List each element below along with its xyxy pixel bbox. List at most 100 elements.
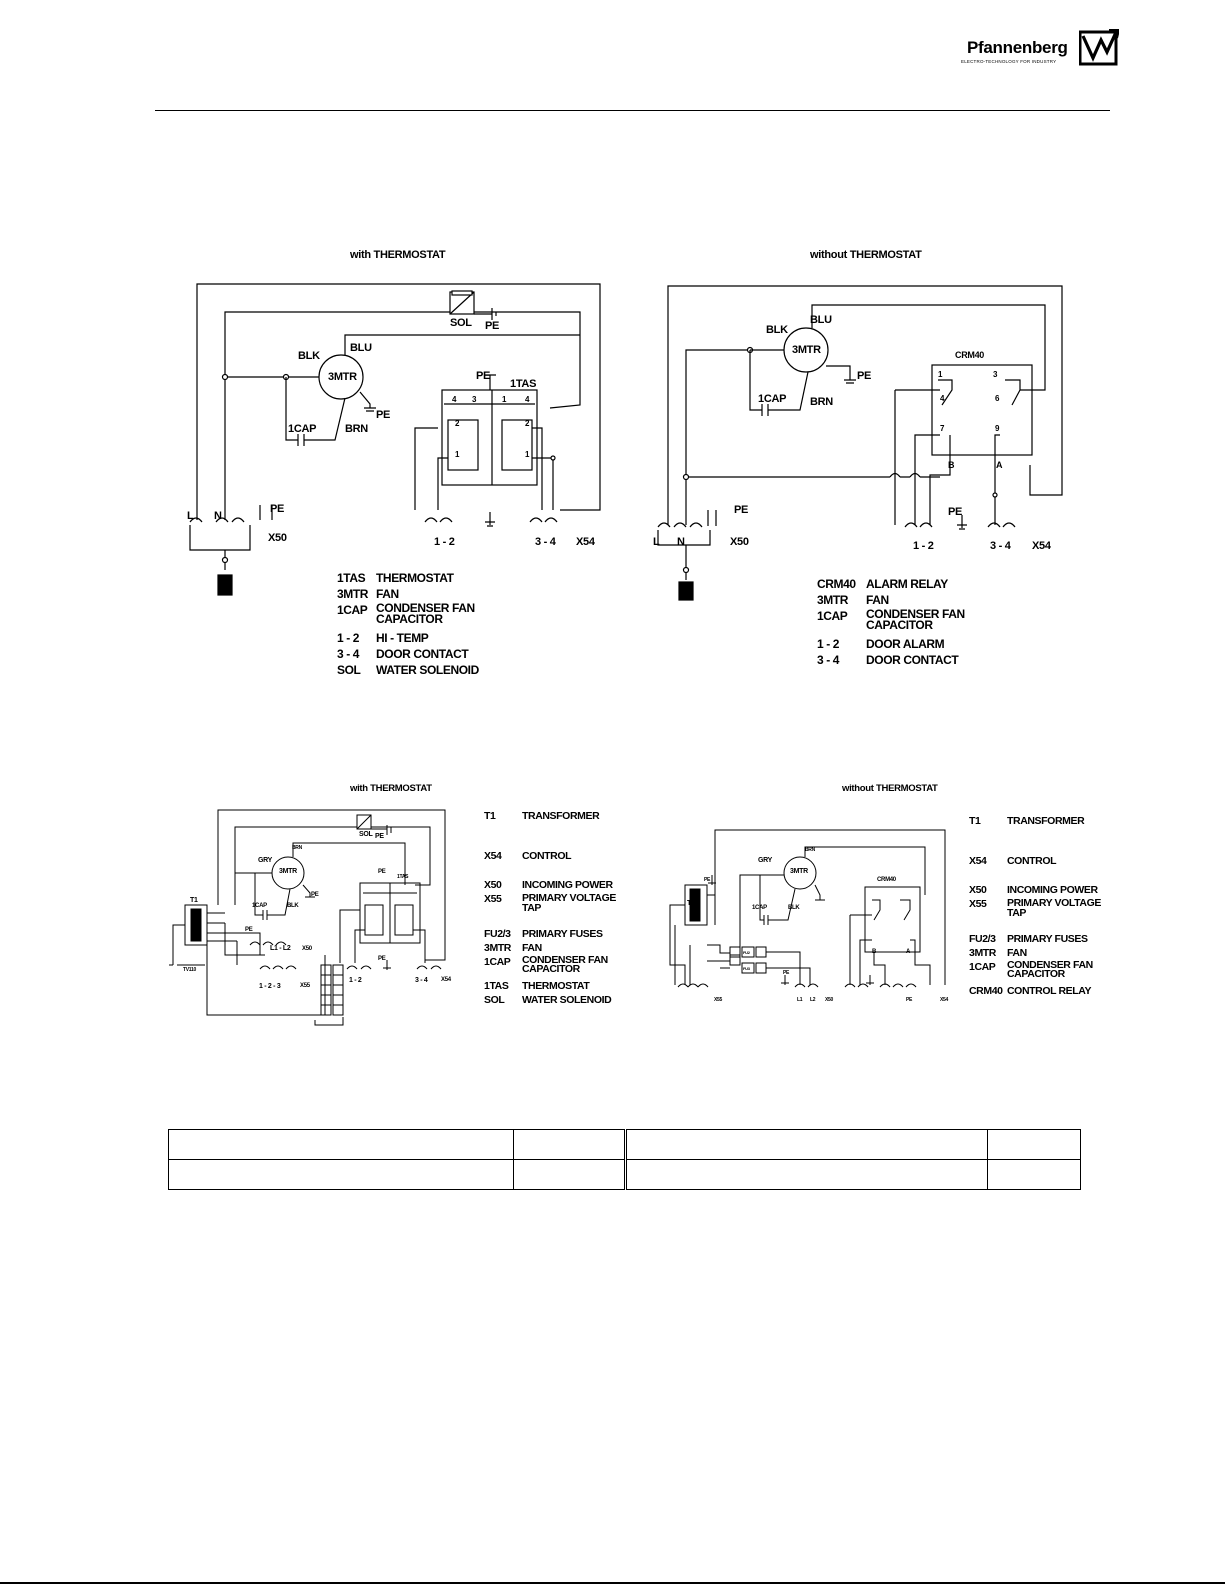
legend-desc: CONDENSER FAN CAPACITOR [376,601,475,626]
legend-code: T1 [484,810,496,822]
header-rule [155,110,1110,111]
legend-item: SOL WATER SOLENOID [484,994,624,1008]
label-gry: GRY [258,857,273,864]
label-x50: X50 [730,536,749,548]
table-row [168,1129,1081,1160]
diagram-title-top-left: with THERMOSTAT [350,249,446,261]
wiring-diagram-bottom-left: SOL PE GRY BRN 3MTR 1CAP BLK PE PE 1TAS … [165,805,465,1030]
label-x54: X54 [1032,540,1051,552]
legend-code: 1 - 2 [817,637,840,651]
legend-desc: WATER SOLENOID [522,994,612,1006]
label-fu3: FU3 [743,966,750,971]
legend-code: 1 - 2 [337,631,360,645]
logo-mark-icon [1079,29,1119,66]
legend-code: X50 [969,884,987,896]
label-pe-tas: PE [476,370,491,382]
label-blk: BLK [766,324,788,336]
label-x54: X54 [940,997,948,1003]
label-t1: T1 [687,900,695,907]
legend-code: SOL [484,994,505,1006]
legend-code: CRM40 [969,985,1003,997]
legend-desc: TRANSFORMER [522,810,600,822]
footer-table [168,1129,1081,1190]
legend-code: 3 - 4 [817,653,840,667]
wiring-diagram-top-left: SOL PE BLU BLK 3MTR PE 1CAP BRN PE 1TAS … [180,280,620,610]
legend-code: 1CAP [817,609,848,623]
label-tv110: TV110 [183,967,196,973]
label-n: N [214,510,222,522]
label-b: B [872,949,877,955]
label-x55: X55 [714,997,722,1003]
legend-desc: CONDENSER FAN CAPACITOR [1007,959,1093,980]
legend-item: T1 TRANSFORMER [969,815,1109,855]
table-cell [168,1159,514,1190]
label-r4: 4 [940,394,945,403]
legend-desc: THERMOSTAT [522,980,590,992]
legend-code: X54 [484,850,502,862]
schematic-bottom-left [169,809,446,1026]
table-cell [624,1159,988,1190]
legend-desc: CONTROL [1007,855,1057,867]
label-x55: X55 [300,983,310,989]
legend-code: 1TAS [484,980,509,992]
legend-desc: TRANSFORMER [1007,815,1085,827]
legend-desc: CONDENSER FAN CAPACITOR [522,954,608,975]
label-blk: BLK [287,903,299,909]
label-pe-x54: PE [378,956,386,962]
legend-item: X54 CONTROL [484,850,624,879]
label-tas: 1TAS [397,874,409,880]
table-cell [513,1159,626,1190]
label-blk: BLK [298,350,320,362]
label-x50: X50 [268,532,287,544]
diagram-title-bottom-right: without THERMOSTAT [842,783,938,794]
table-cell [987,1159,1081,1190]
bottom-rule [0,1582,1225,1584]
label-c2b: 2 [525,419,530,428]
legend-code: X55 [969,898,987,910]
label-pe-sol: PE [485,320,500,332]
label-brn: BRN [292,845,302,851]
label-cap: 1CAP [252,903,267,909]
label-l2: L2 [810,997,816,1003]
legend-item: T1 TRANSFORMER [484,810,624,850]
label-t1: T1 [190,897,198,904]
schematic-top-right [657,285,1063,601]
label-motor: 3MTR [279,868,297,875]
diagram-title-top-right: without THERMOSTAT [810,249,922,261]
table-cell [624,1129,988,1160]
label-sol: SOL [450,317,472,329]
legend-code: 3MTR [337,587,369,601]
label-t12: 1 - 2 [349,977,362,984]
label-brn: BRN [810,396,833,408]
label-a: A [906,949,911,955]
label-c1b: 1 [455,450,460,459]
label-fu2: FU2 [743,950,750,955]
legend-code: T1 [969,815,981,827]
label-a: A [996,460,1003,470]
legend-code: FU2/3 [969,933,996,945]
label-l1: L1 [797,997,803,1003]
schematic-top-left [189,283,601,596]
brand-name: Pfannenberg [967,38,1068,57]
label-c1c: 1 [525,450,530,459]
legend-desc: CONTROL [522,850,572,862]
legend-code: X55 [484,893,502,905]
label-motor: 3MTR [328,371,357,383]
label-cap: 1CAP [752,905,767,911]
label-blu: BLU [350,342,372,354]
label-brn: BRN [345,423,368,435]
